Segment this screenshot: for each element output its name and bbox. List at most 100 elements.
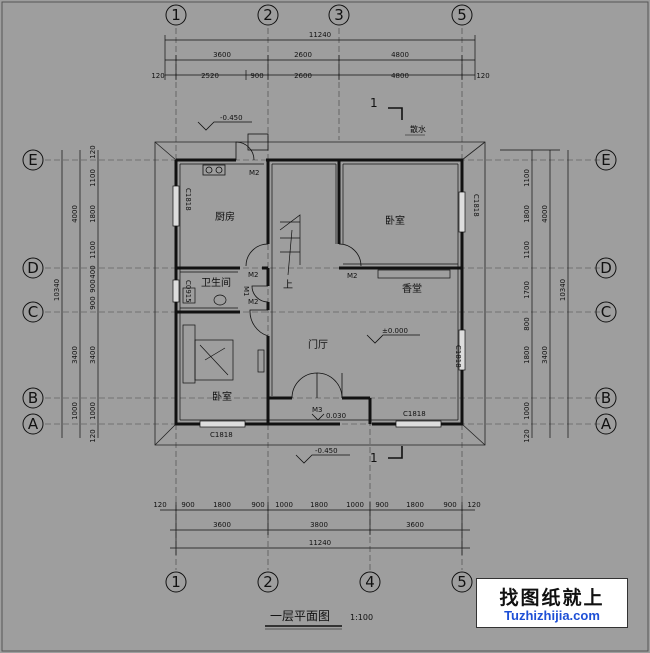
room-hall: 门厅 bbox=[308, 338, 328, 351]
axis-label-left-D: D bbox=[27, 259, 39, 277]
window-label-4: C1818 bbox=[210, 431, 233, 439]
dim-bot-r1-9: 900 bbox=[443, 501, 456, 509]
scatter-note: 散水 bbox=[410, 124, 426, 134]
dim-left-in-4: 400 bbox=[89, 265, 97, 278]
dim-left-outer: 10340 bbox=[53, 279, 61, 301]
dimension-lines-bottom bbox=[160, 502, 475, 555]
elevation-1: ±0.000 bbox=[382, 327, 408, 335]
dim-left-mid-0: 4000 bbox=[71, 205, 79, 223]
axis-label-left-E: E bbox=[28, 151, 37, 169]
dim-bot-r1-8: 1800 bbox=[406, 501, 424, 509]
dim-top-r2-0: 120 bbox=[151, 72, 164, 80]
dim-right-in-0: 1100 bbox=[523, 169, 531, 187]
axis-label-left-C: C bbox=[28, 303, 38, 321]
dim-right-outer: 10340 bbox=[559, 279, 567, 301]
axis-label-right-B: B bbox=[601, 389, 611, 407]
dim-right-in-3: 1700 bbox=[523, 281, 531, 299]
dim-left-mid-1: 3400 bbox=[71, 346, 79, 364]
dim-top-r2-5: 120 bbox=[476, 72, 489, 80]
dim-top-r2-4: 4800 bbox=[391, 72, 409, 80]
door-label-3: M2 bbox=[248, 298, 259, 306]
drawing-scale: 1:100 bbox=[350, 613, 373, 622]
dim-top-r2-2: 900 bbox=[250, 72, 263, 80]
dim-right-in-7: 120 bbox=[523, 429, 531, 442]
axis-label-bottom-2: 2 bbox=[263, 573, 273, 591]
axis-label-bottom-1: 1 bbox=[171, 573, 181, 591]
axis-lines bbox=[45, 28, 600, 570]
room-kitchen: 厨房 bbox=[215, 210, 235, 223]
dim-left-in-9: 120 bbox=[89, 429, 97, 442]
inner-wall-lines bbox=[179, 163, 459, 421]
room-bedroom-ne: 卧室 bbox=[385, 214, 405, 227]
axis-label-left-A: A bbox=[28, 415, 39, 433]
bedroom-furniture bbox=[182, 324, 265, 384]
dim-top-r1-2: 4800 bbox=[391, 51, 409, 59]
dim-left-mid-2: 1000 bbox=[71, 402, 79, 420]
dimension-lines-top bbox=[164, 35, 476, 80]
room-bath: 卫生间 bbox=[201, 276, 231, 289]
dim-right-in-5: 1800 bbox=[523, 346, 531, 364]
dim-right-mid-0: 4000 bbox=[541, 205, 549, 223]
dim-bot-r1-10: 120 bbox=[467, 501, 480, 509]
dim-bot-r1-4: 1000 bbox=[275, 501, 293, 509]
axis-label-top-3: 3 bbox=[334, 6, 344, 24]
dim-top-r1-1: 2600 bbox=[294, 51, 312, 59]
dim-top-r2-3: 2600 bbox=[294, 72, 312, 80]
dim-bot-r2-2: 3600 bbox=[406, 521, 424, 529]
dimension-lines-right bbox=[500, 149, 569, 438]
section-mark-bottom: 1 bbox=[370, 451, 378, 465]
dim-left-in-1: 1100 bbox=[89, 169, 97, 187]
axis-label-left-B: B bbox=[28, 389, 38, 407]
dim-bot-r2-0: 3600 bbox=[213, 521, 231, 529]
dim-left-in-5: 900 bbox=[89, 279, 97, 292]
dim-bot-r1-6: 1000 bbox=[346, 501, 364, 509]
dim-bot-r1-0: 120 bbox=[153, 501, 166, 509]
axis-label-right-C: C bbox=[601, 303, 611, 321]
watermark-url: Tuzhizhijia.com bbox=[504, 608, 600, 623]
dim-bot-r1-5: 1800 bbox=[310, 501, 328, 509]
window-label-3: C1818 bbox=[454, 345, 462, 368]
window-label-2: C0915 bbox=[184, 280, 192, 303]
axis-label-right-A: A bbox=[601, 415, 612, 433]
dim-bot-r1-1: 900 bbox=[181, 501, 194, 509]
dim-left-in-8: 1000 bbox=[89, 402, 97, 420]
bath-fixtures bbox=[182, 287, 227, 306]
axis-label-top-1: 1 bbox=[171, 6, 181, 24]
dim-left-in-2: 1800 bbox=[89, 205, 97, 223]
elevation-0: -0.450 bbox=[220, 114, 243, 122]
window-label-1: C1818 bbox=[472, 194, 480, 217]
door-label-4: M2 bbox=[347, 272, 358, 280]
dimension-lines-left bbox=[61, 150, 99, 438]
kitchen-stove bbox=[202, 164, 226, 176]
doors bbox=[235, 133, 362, 399]
dim-left-in-3: 1100 bbox=[89, 241, 97, 259]
dim-left-in-6: 900 bbox=[89, 296, 97, 309]
elevation-2: 0.030 bbox=[326, 412, 346, 420]
dim-bot-r1-3: 900 bbox=[251, 501, 264, 509]
door-label-5: M3 bbox=[312, 406, 323, 414]
room-shrine: 香堂 bbox=[402, 283, 422, 295]
watermark-text: 找图纸就上 bbox=[499, 587, 605, 609]
watermark-box: 找图纸就上 Tuzhizhijia.com bbox=[476, 578, 628, 628]
dim-bot-r1-7: 900 bbox=[375, 501, 388, 509]
dim-top-overall: 11240 bbox=[309, 31, 331, 39]
axis-label-bottom-4: 4 bbox=[365, 573, 375, 591]
axis-label-top-2: 2 bbox=[263, 6, 273, 24]
dim-bot-r1-2: 1800 bbox=[213, 501, 231, 509]
dim-right-in-1: 1800 bbox=[523, 205, 531, 223]
elevation-markers bbox=[197, 121, 420, 464]
door-label-1: M2 bbox=[248, 271, 259, 279]
elevation-3: -0.450 bbox=[315, 447, 338, 455]
window-label-5: C1818 bbox=[403, 410, 426, 418]
section-marks bbox=[388, 107, 403, 459]
room-bedroom-sw: 卧室 bbox=[212, 390, 232, 403]
axis-label-top-5: 5 bbox=[457, 6, 467, 24]
axis-label-right-E: E bbox=[601, 151, 610, 169]
stair-up-label: 上 bbox=[283, 279, 293, 291]
dim-bot-overall: 11240 bbox=[309, 539, 331, 547]
dim-bot-r2-1: 3800 bbox=[310, 521, 328, 529]
dim-top-r2-1: 2520 bbox=[201, 72, 219, 80]
